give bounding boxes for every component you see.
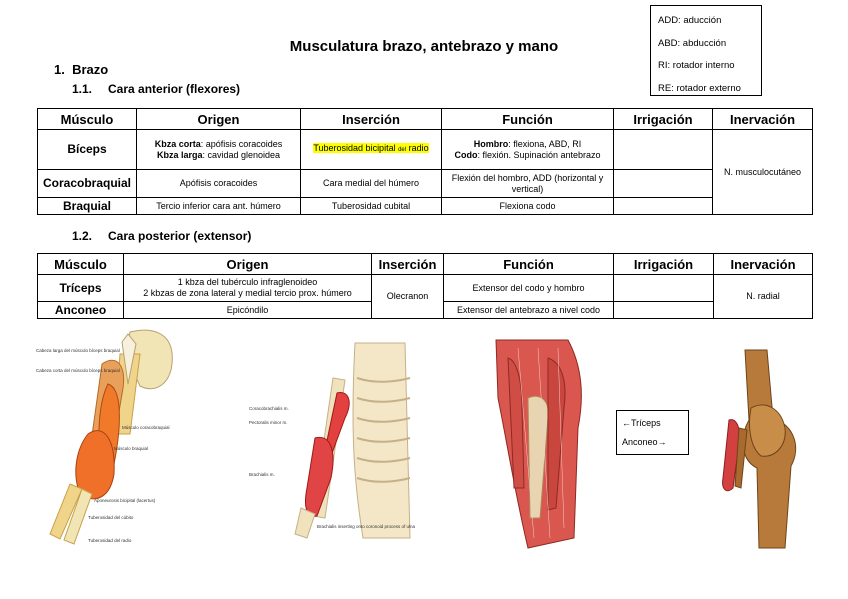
header-funcion: Función <box>441 108 614 130</box>
header-inervacion: Inervación <box>712 108 813 130</box>
subsection-heading-posterior: 1.2. Cara posterior (extensor) <box>72 229 251 243</box>
fig1-label-long-head: Cabeza larga del músculo bíceps braquial <box>36 348 120 353</box>
function-cell: Hombro: flexiona, ABD, RI Codo: flexión.… <box>441 129 614 170</box>
table-row-triceps: Tríceps 1 kbza del tubérculo infraglenoi… <box>37 274 813 319</box>
fig1-label-short-head: Cabeza corta del músculo bíceps braquial <box>36 368 120 373</box>
anterior-muscles-table: Músculo Origen Inserción Función Irrigac… <box>37 108 813 215</box>
table-row-coracobraquial: Coracobraquial Apófisis coracoides Cara … <box>37 169 813 198</box>
abbreviation-legend: ADD: aducción ABD: abducción RI: rotador… <box>650 5 762 96</box>
legend-item-abd: ABD: abducción <box>658 37 727 49</box>
legend-item-add: ADD: aducción <box>658 15 722 26</box>
function-cell: Extensor del codo y hombro <box>443 274 614 302</box>
section-number: 1. <box>54 62 65 77</box>
insertion-cell: Tuberosidad bicipital del radio <box>300 129 442 170</box>
fig1-label-brachialis: Músculo braquial <box>114 446 148 451</box>
table-header-row: Músculo Origen Inserción Función Irrigac… <box>37 253 813 275</box>
insertion-cell: Cara medial del húmero <box>300 169 442 198</box>
irrigation-cell <box>613 274 714 302</box>
header-origen: Origen <box>136 108 301 130</box>
irrigation-cell <box>613 129 713 170</box>
origin-cell: Kbza corta: apófisis coracoides Kbza lar… <box>136 129 301 170</box>
table-row-braquial: Braquial Tercio inferior cara ant. húmer… <box>37 197 813 215</box>
header-insercion: Inserción <box>371 253 444 275</box>
muscle-name: Coracobraquial <box>37 169 137 198</box>
innervation-cell: N. musculocutáneo <box>712 129 813 215</box>
table-header-row: Músculo Origen Inserción Función Irrigac… <box>37 108 813 130</box>
fig2-label-pectoralis-minor: Pectoralis minor m. <box>249 420 288 425</box>
function-cell: Flexiona codo <box>441 197 614 215</box>
muscle-name: Bíceps <box>37 129 137 170</box>
fig2-labels: Coracobrachialis m. Pectoralis minor m. … <box>249 406 416 529</box>
origin-cell: Tercio inferior cara ant. húmero <box>136 197 301 215</box>
origin-cell: Epicóndilo <box>123 301 372 319</box>
ref-triceps: ←Tríceps <box>622 418 661 428</box>
header-inervacion: Inervación <box>713 253 813 275</box>
header-musculo: Músculo <box>37 108 137 130</box>
function-cell: Extensor del antebrazo a nivel codo <box>443 301 614 319</box>
legend-item-ri: RI: rotador interno <box>658 60 735 71</box>
fig2-label-brachialis: Brachialis m. <box>249 472 275 477</box>
header-funcion: Función <box>443 253 614 275</box>
section-label: Brazo <box>72 62 109 77</box>
header-musculo: Músculo <box>37 253 124 275</box>
posterior-arm-illustration <box>495 339 582 549</box>
posterior-muscles-table: Músculo Origen Inserción Función Irrigac… <box>37 253 813 319</box>
fig1-label-ulna-tuberosity: Tuberosidad del cúbito <box>88 515 134 520</box>
subsection-label: Cara posterior (extensor) <box>108 229 252 243</box>
section-heading-brazo: 1. Brazo <box>54 62 108 77</box>
table-row-biceps: Bíceps Kbza corta: apófisis coracoides K… <box>37 129 813 215</box>
insertion-cell: Olecranon <box>371 274 444 319</box>
header-irrigacion: Irrigación <box>613 108 713 130</box>
fig1-labels: Cabeza larga del músculo bíceps braquial… <box>36 348 170 543</box>
origin-cell: 1 kbza del tubérculo infraglenoideo 2 kb… <box>123 274 372 302</box>
header-irrigacion: Irrigación <box>613 253 714 275</box>
header-insercion: Inserción <box>300 108 442 130</box>
irrigation-cell <box>613 169 713 198</box>
highlighted-insertion: Tuberosidad bicipital del radio <box>313 143 429 153</box>
fig2-label-brachialis-insertion: Brachialis inserting onto coronoid proce… <box>317 524 416 529</box>
legend-item-re: RE: rotador externo <box>658 82 741 94</box>
figure-reference-box: ←Tríceps Anconeo→ <box>616 410 689 455</box>
fig1-label-aponeurosis: Aponeurosis bicipital (lacertus) <box>94 498 156 503</box>
fig1-label-coracobrachialis: Músculo coracobraquial <box>122 425 170 430</box>
irrigation-cell <box>613 301 714 319</box>
function-cell: Flexión del hombro, ADD (horizontal y ve… <box>441 169 614 198</box>
subsection-label: Cara anterior (flexores) <box>108 82 241 96</box>
muscle-name: Tríceps <box>37 274 124 302</box>
subsection-heading-anterior: 1.1. Cara anterior (flexores) <box>72 82 240 96</box>
fig2-label-coracobrachialis: Coracobrachialis m. <box>249 406 289 411</box>
fig1-label-radius-tuberosity: Tuberosidad del radio <box>88 538 132 543</box>
muscle-name: Anconeo <box>37 301 124 319</box>
origin-cell: Apófisis coracoides <box>136 169 301 198</box>
anterior-arm-illustration: Cabeza larga del músculo bíceps braquial… <box>36 329 173 545</box>
muscle-name: Braquial <box>37 197 137 215</box>
elbow-anconeus-illustration <box>722 349 797 549</box>
subsection-number: 1.2. <box>72 229 93 243</box>
innervation-cell: N. radial <box>713 274 813 319</box>
brachialis-skeleton-illustration: Coracobrachialis m. Pectoralis minor m. … <box>249 342 416 539</box>
ref-anconeo: Anconeo→ <box>622 437 667 447</box>
insertion-cell: Tuberosidad cubital <box>300 197 442 215</box>
table-row-anconeo: Anconeo Epicóndilo Extensor del antebraz… <box>37 301 813 319</box>
subsection-number: 1.1. <box>72 82 93 96</box>
page-title: Musculatura brazo, antebrazo y mano <box>289 38 559 55</box>
irrigation-cell <box>613 197 713 215</box>
header-origen: Origen <box>123 253 372 275</box>
